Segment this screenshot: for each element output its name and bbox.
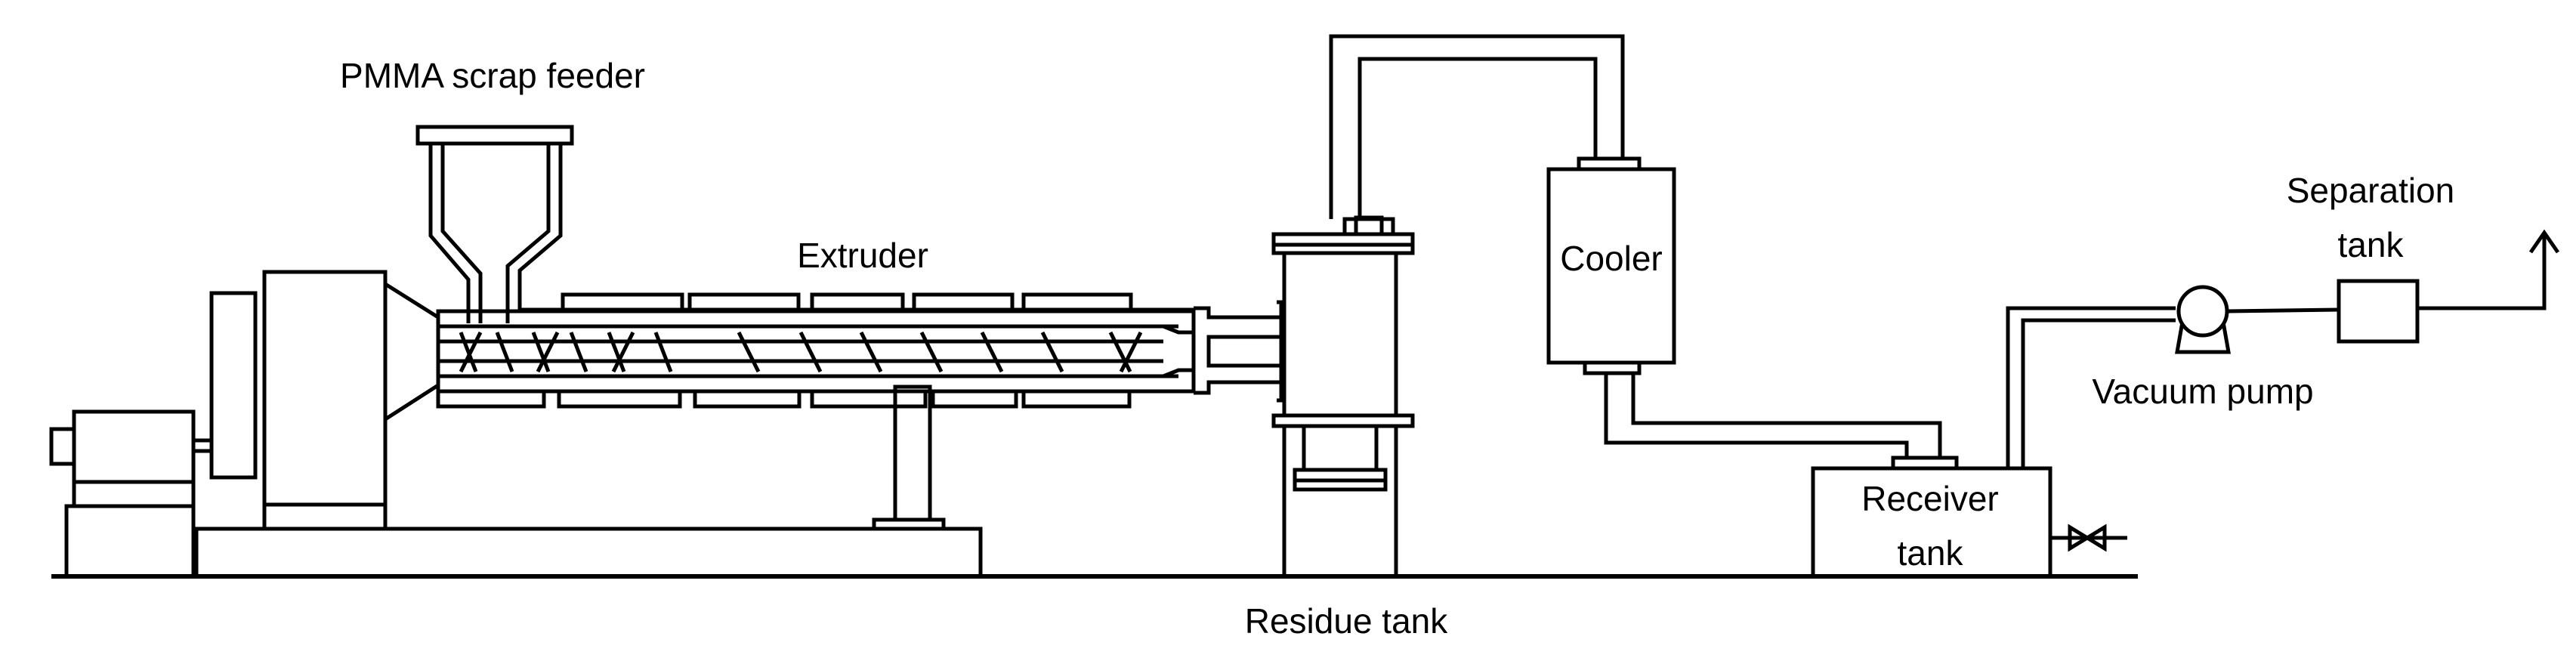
gearbox	[209, 270, 440, 531]
screw-flights	[459, 331, 1143, 373]
vacuum-line	[2006, 306, 2176, 468]
barrel-support	[872, 385, 946, 531]
feeder-label: PMMA scrap feeder	[340, 56, 645, 95]
separation-label-line2: tank	[2338, 225, 2405, 264]
receiver-tank: Receiver tank	[1811, 456, 2127, 579]
vacuum-pump-label: Vacuum pump	[2092, 372, 2313, 411]
extruder-label: Extruder	[797, 236, 928, 275]
condensate-pipe	[1604, 373, 1942, 458]
separation-tank	[2337, 229, 2560, 344]
vacuum-pump	[2175, 285, 2340, 354]
heater-bands-bottom	[436, 389, 1132, 409]
receiver-label-line1: Receiver	[1861, 479, 1999, 518]
extruder-base	[194, 527, 983, 579]
receiver-label-line2: tank	[1898, 533, 1964, 573]
cooler-label: Cooler	[1560, 239, 1663, 278]
residue-tank	[1271, 215, 1415, 576]
drive-motor	[49, 409, 214, 579]
feeder-hopper	[415, 125, 1194, 323]
separation-label-line1: Separation	[2287, 171, 2455, 210]
vapor-pipe	[1329, 34, 1625, 219]
cooler: Cooler	[1546, 156, 1676, 375]
extruder-barrel	[436, 309, 1196, 394]
die-adapter	[1194, 300, 1283, 403]
residue-tank-label: Residue tank	[1245, 601, 1448, 641]
